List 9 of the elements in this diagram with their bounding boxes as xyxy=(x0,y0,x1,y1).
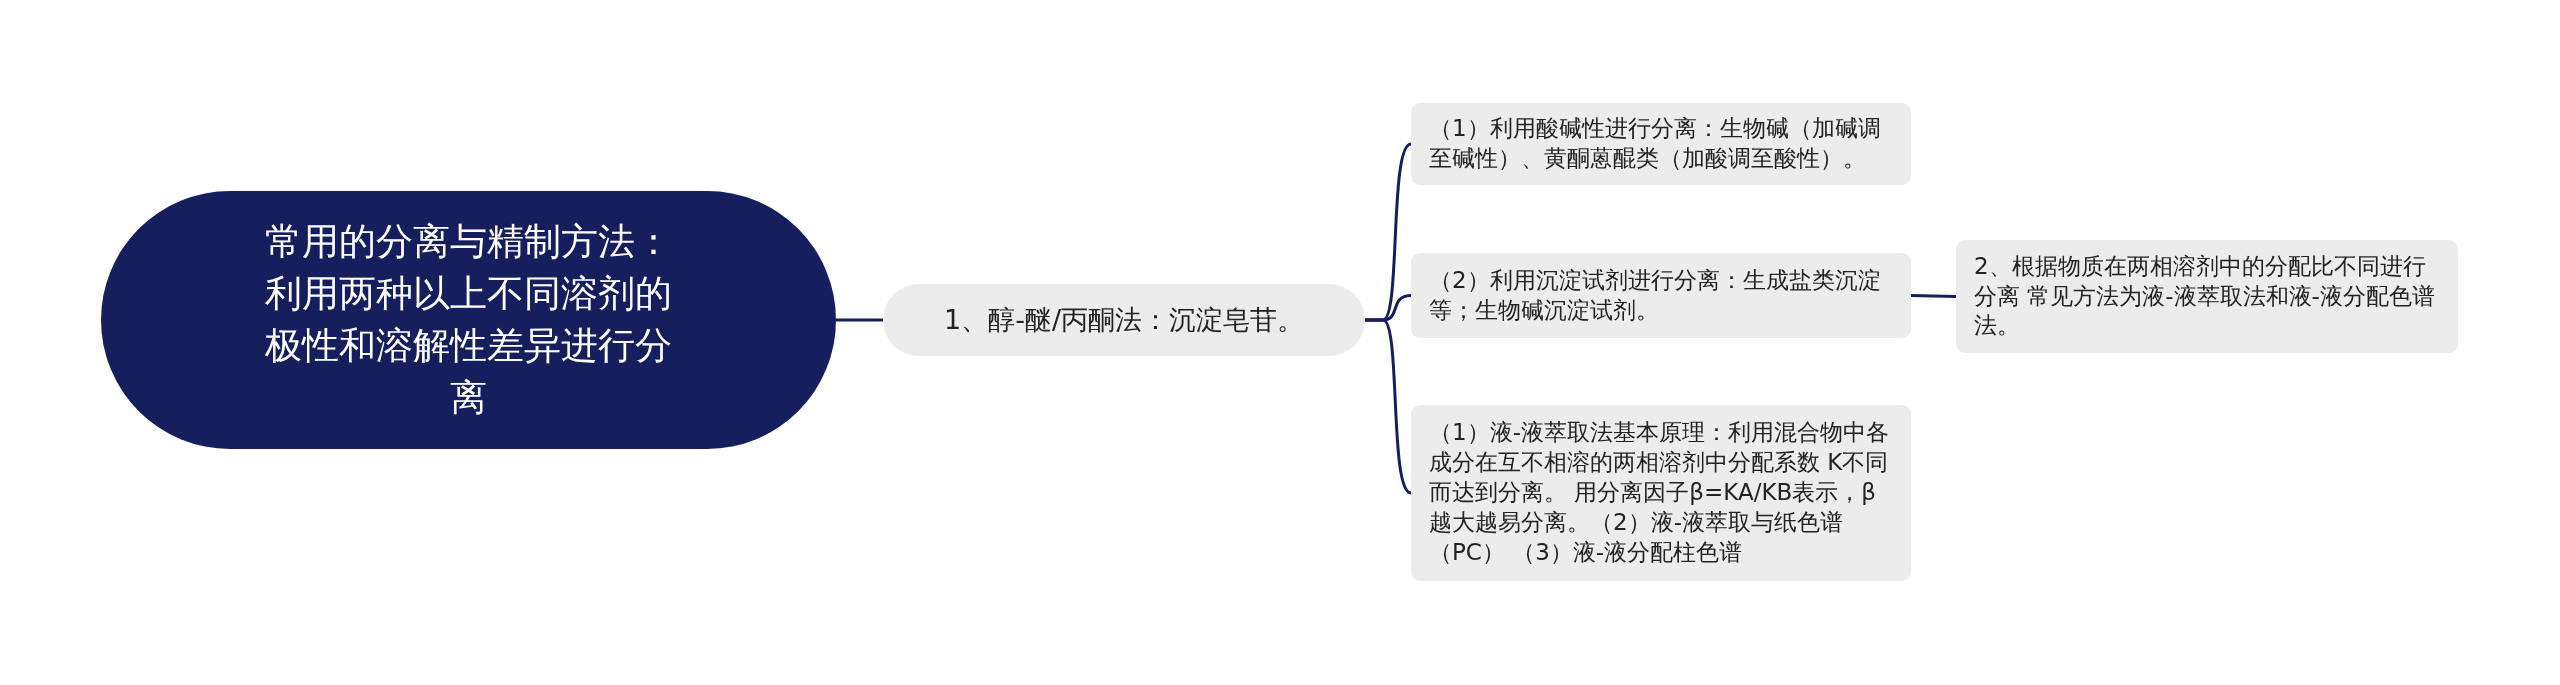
connector-line xyxy=(1910,294,1957,298)
topic-box: 1、醇-醚/丙酮法：沉淀皂苷。 xyxy=(883,284,1365,356)
subtopic-box: 2、根据物质在两相溶剂中的分配比不同进行分离 常见方法为液-液萃取法和液-液分配色谱法。 xyxy=(1956,240,2458,353)
connector-line xyxy=(836,318,883,322)
subtopic-box: （1）利用酸碱性进行分离：生物碱（加碱调至碱性）、黄酮蒽醌类（加酸调至酸性）。 xyxy=(1411,103,1911,185)
connector-line xyxy=(1365,318,1412,495)
subtopic-box: （2）利用沉淀试剂进行分离：生成盐类沉淀等；生物碱沉淀试剂。 xyxy=(1411,253,1911,338)
root-topic-box: 常用的分离与精制方法：利用两种以上不同溶剂的极性和溶解性差异进行分离 xyxy=(101,191,836,449)
subtopic-box: （1）液-液萃取法基本原理：利用混合物中各成分在互不相溶的两相溶剂中分配系数 K不同而达到分离。 用分离因子β=KA/KB表示，β越大越易分离。（2）液-液萃取与纸色谱（PC） （3）液-液分配柱色谱 xyxy=(1411,405,1911,581)
